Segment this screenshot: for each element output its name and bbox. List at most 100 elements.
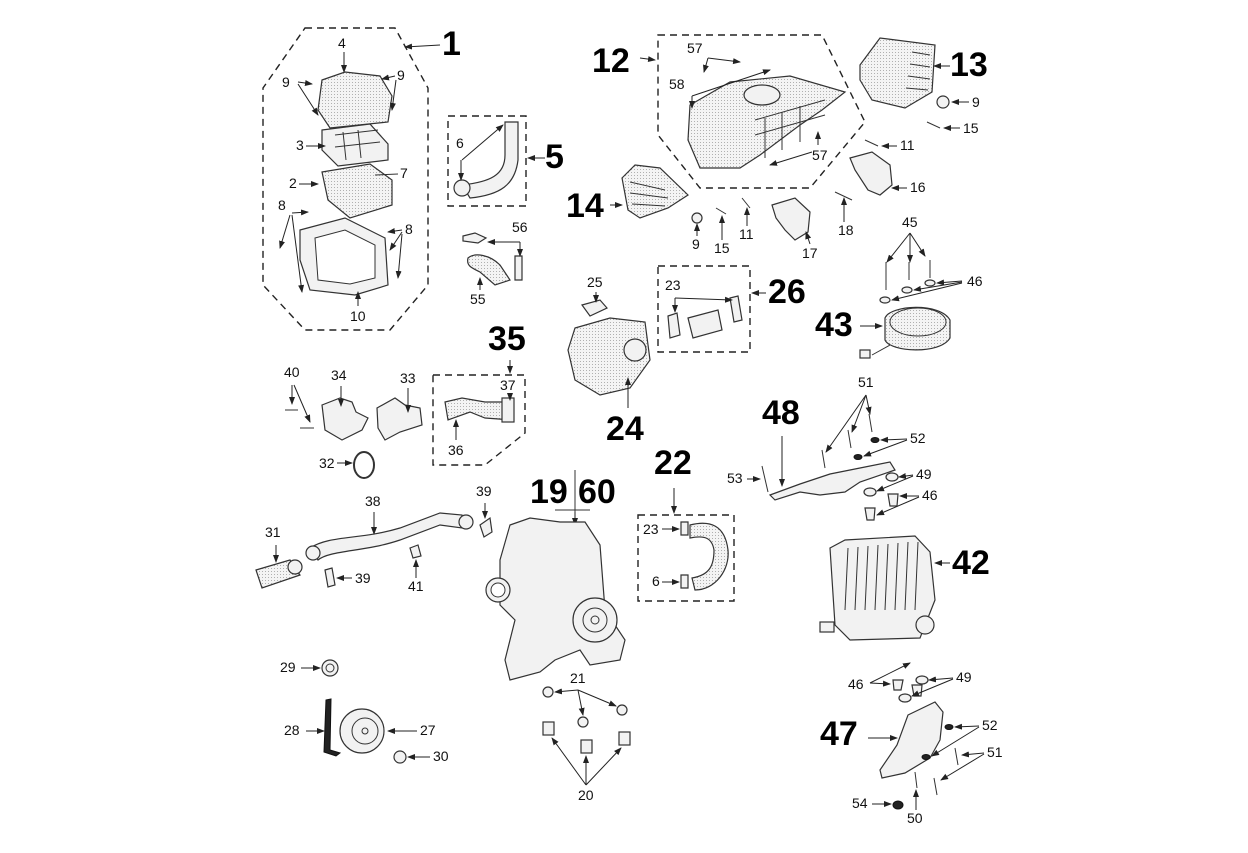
radiator-outlet [915,615,935,635]
clamp-23c [680,521,689,536]
assembly-22-hose: 22 23 6 [637,444,735,602]
label-9-r: 9 [972,94,980,110]
assembly-47-bracket: 46 49 47 52 51 50 54 [820,662,1003,826]
fan-connector [859,349,871,359]
engine-mounts: 20 [542,686,631,803]
label-58: 58 [669,76,685,92]
label-55: 55 [470,291,486,307]
hose-sleeve [687,309,723,339]
cover-14-slats [629,181,669,207]
assembly-19-60-timing-cover: 19 60 21 [485,470,626,686]
washer-46c [924,279,936,287]
assembly-12-intake-housing: 12 57 58 57 [592,34,866,189]
fan-43 [884,306,951,351]
label-20: 20 [578,787,594,803]
bolt-51e [933,777,938,796]
label-32: 32 [319,455,335,471]
belt-28 [323,698,342,757]
label-50: 50 [907,810,923,826]
label-33: 33 [400,370,416,386]
bracket-47 [879,701,944,779]
label-49-top: 49 [916,466,932,482]
clamp-23b [729,295,743,323]
elbow-55 [467,254,511,286]
label-57-top: 57 [687,40,703,56]
airbox-base [321,163,393,219]
label-46-fan: 46 [967,273,983,289]
washer-46a [879,296,891,304]
washer-49b [863,487,877,497]
assembly-48-bracket: 48 53 51 52 49 46 [727,374,938,521]
washer-49c [915,675,929,685]
bearing-29 [321,659,339,677]
label-51-bottom: 51 [987,744,1003,760]
label-34: 34 [331,367,347,383]
bolt-51b [847,429,852,449]
nut-21c [616,704,628,716]
clip-41 [409,544,422,559]
label-52-top: 52 [910,430,926,446]
callout-13: 13 [950,46,988,84]
hose-5 [460,121,519,199]
label-30: 30 [433,748,449,764]
assembly-35-boundary [432,374,526,466]
bolt-50 [914,771,918,789]
label-25: 25 [587,274,603,290]
callout-47: 47 [820,715,858,753]
clamp-23a [667,312,681,339]
label-23: 23 [665,277,681,293]
label-39-bottom: 39 [355,570,371,586]
tank-neck [623,338,647,362]
label-40: 40 [284,364,300,380]
screw-15b [715,207,727,215]
bolt-11b [741,197,751,209]
screw-54 [892,800,904,810]
label-31: 31 [265,524,281,540]
label-28: 28 [284,722,300,738]
label-3: 3 [296,137,304,153]
nut-30 [393,750,407,764]
nut-21b [577,716,589,728]
screw-15 [926,121,941,129]
sensor-25 [581,299,608,317]
bracket-16 [849,151,893,196]
label-17: 17 [802,245,818,261]
thermostat-housing-34 [321,397,369,441]
pipe-31-flange [287,559,303,575]
label-39-top: 39 [476,483,492,499]
label-36: 36 [448,442,464,458]
nut-52b [853,454,863,460]
mount-20a [542,721,555,736]
nut-52c [944,724,954,730]
radiator-fins [844,541,919,611]
label-6: 6 [456,135,464,151]
label-9-right: 9 [397,67,405,83]
label-9-mid: 9 [692,236,700,252]
label-41: 41 [408,578,424,594]
filter-grid [334,129,381,161]
label-15-r: 15 [963,120,979,136]
nut-52a [870,437,880,443]
assembly-26-boundary [657,265,751,353]
thermostat-cover-33 [376,397,423,441]
label-57-bottom: 57 [812,147,828,163]
o-ring-32 [353,451,375,479]
assembly-5-hose: 5 6 56 55 [447,115,564,307]
fasteners-top-right: 9 15 11 16 18 [834,94,980,238]
washer-49d [898,693,912,703]
callout-42: 42 [952,544,990,582]
assembly-22-boundary [637,514,735,602]
label-38: 38 [365,493,381,509]
clip-56-upper [462,232,488,244]
label-2: 2 [289,175,297,191]
label-56: 56 [512,219,528,235]
label-9-left: 9 [282,74,290,90]
bolt-18 [834,191,853,201]
assembly-42-radiator: 42 [819,535,990,641]
cover-14 [621,164,689,219]
callout-19: 19 [530,473,568,511]
clip-56-lower [514,255,523,281]
label-23-b: 23 [643,521,659,537]
label-54: 54 [852,795,868,811]
